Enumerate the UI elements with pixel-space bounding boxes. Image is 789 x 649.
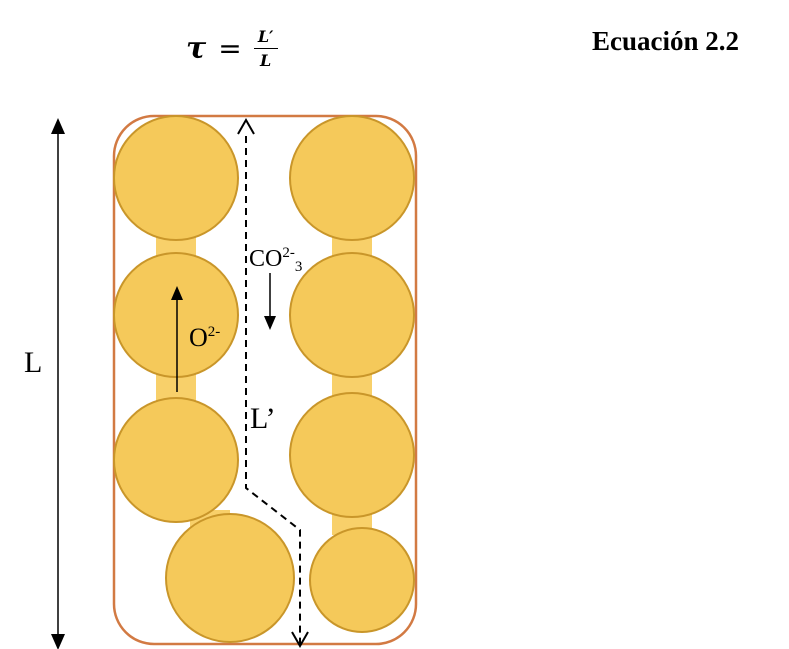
length-arrow-bottom-head	[51, 634, 65, 649]
carbonate-ion-subscript: 3	[295, 259, 303, 275]
carbonate-ion-label: CO2-3	[249, 245, 302, 275]
particle-right-3	[289, 392, 415, 518]
label-L: L	[24, 346, 42, 379]
particle-right-4	[309, 527, 415, 633]
tortuosity-equation: τ = L′ L	[186, 18, 278, 78]
equation-label: Ecuación 2.2	[592, 26, 740, 56]
particle-right-2	[289, 252, 415, 378]
length-arrow-top-head	[51, 118, 65, 134]
tau-symbol: τ	[186, 30, 207, 66]
fraction-denominator: L	[260, 50, 272, 70]
fraction-bar	[253, 47, 278, 49]
tortuous-path	[245, 136, 301, 646]
particle-right-1	[289, 115, 415, 241]
carbonate-arrow-head	[264, 316, 276, 330]
particle-left-4	[165, 513, 295, 643]
oxide-arrow-head	[171, 286, 183, 300]
fraction-numerator: L′	[257, 26, 274, 46]
electrode-frame	[112, 114, 418, 646]
carbonate-ion-charge: 2-	[282, 245, 295, 261]
tortuosity-diagram: L L’ CO2-3 O2-	[24, 114, 418, 649]
tortuous-path-bottom-head	[291, 631, 309, 649]
oxide-ion-base: O	[189, 323, 208, 352]
particle-left-1	[113, 115, 239, 241]
oxide-ion-charge: 2-	[208, 324, 221, 340]
particle-left-2	[113, 252, 239, 378]
particle-left-3	[113, 397, 239, 523]
carbonate-ion-base: CO	[249, 246, 282, 272]
fraction: L′ L	[253, 26, 278, 70]
particles	[113, 115, 415, 643]
label-L-prime: L’	[250, 402, 276, 435]
tortuous-path-top-head	[237, 117, 255, 135]
equals-sign: =	[218, 31, 242, 65]
oxide-ion-label: O2-	[189, 323, 220, 352]
